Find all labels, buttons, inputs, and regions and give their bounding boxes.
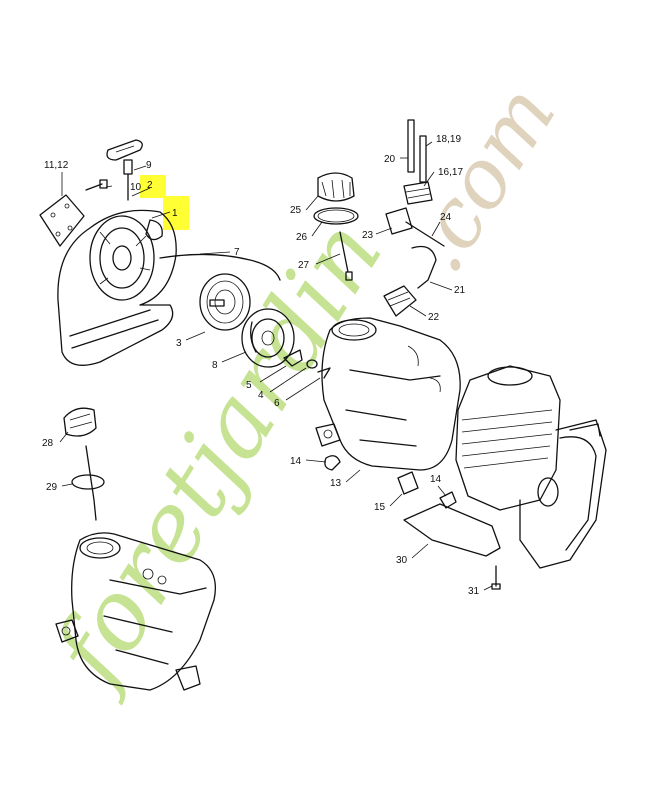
callout-14-left: 14: [290, 456, 302, 467]
fuel-lines: [383, 119, 445, 317]
pawl: [283, 349, 303, 367]
tank-cap-28: [63, 407, 97, 437]
fuel-cap: [313, 172, 359, 225]
watermark-text-com: .com: [388, 69, 574, 288]
deflector: [403, 503, 501, 557]
watermark: foretjardin .com: [29, 69, 574, 707]
highlight-callout-2: [140, 175, 166, 198]
starter-housing: [39, 139, 177, 366]
screw-31: [491, 565, 501, 590]
engine-cylinder: [455, 365, 607, 569]
callout-28: 28: [42, 438, 54, 449]
callout-26: 26: [296, 232, 308, 243]
callout-14-right: 14: [430, 474, 442, 485]
callout-6: 6: [274, 398, 280, 409]
callout-11-12: 11,12: [44, 160, 69, 171]
screw-14-right: [439, 491, 457, 509]
callout-20: 20: [384, 154, 396, 165]
callout-18-19: 18,19: [436, 134, 461, 145]
rope-rotor: [241, 308, 295, 368]
sleeve-15: [397, 471, 419, 495]
callout-2: 2: [147, 180, 153, 191]
pickup-line-lower: [85, 445, 97, 521]
callout-labels: 1 2 3 4 5 6 7 8 9 10 11,12 13 14 14 15 1…: [42, 134, 480, 597]
callout-25: 25: [290, 205, 302, 216]
pickup-hose: [339, 231, 353, 281]
fuel-tank: [315, 317, 461, 471]
rewind-spring: [199, 273, 251, 331]
watermark-text-diagonal: foretjardin: [29, 201, 404, 708]
callout-22: 22: [428, 312, 440, 323]
o-ring-29: [71, 474, 105, 490]
callout-4: 4: [258, 390, 264, 401]
callout-30: 30: [396, 555, 408, 566]
callout-27: 27: [298, 260, 310, 271]
callout-16-17: 16,17: [438, 167, 463, 178]
starter-rope: [159, 253, 281, 281]
callout-24: 24: [440, 212, 452, 223]
callout-9: 9: [146, 160, 152, 171]
callout-15: 15: [374, 502, 386, 513]
leader-lines: [59, 141, 493, 591]
washer: [306, 359, 318, 369]
callout-29: 29: [46, 482, 58, 493]
callout-21: 21: [454, 285, 466, 296]
callout-1: 1: [172, 208, 178, 219]
callout-31: 31: [468, 586, 480, 597]
screw-14-left: [324, 455, 341, 471]
callout-8: 8: [212, 360, 218, 371]
callout-7: 7: [234, 247, 240, 258]
callout-5: 5: [246, 380, 252, 391]
callout-3: 3: [176, 338, 182, 349]
lower-tank-housing: [55, 532, 217, 691]
callout-10: 10: [130, 182, 142, 193]
callout-23: 23: [362, 230, 374, 241]
callout-13: 13: [330, 478, 342, 489]
